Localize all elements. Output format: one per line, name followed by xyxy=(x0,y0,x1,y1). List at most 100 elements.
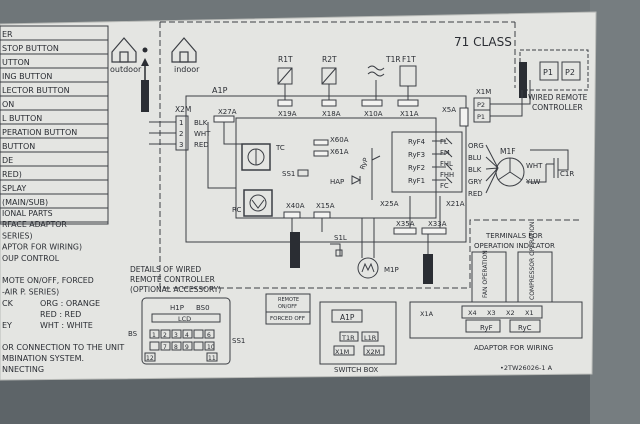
s1l-label: S1L xyxy=(334,234,347,242)
ryp-contact xyxy=(371,148,381,200)
r1t-label: R1T xyxy=(278,55,293,64)
m1p-label: M1P xyxy=(384,266,399,274)
fan-wire-color: GRY xyxy=(468,178,483,186)
legend-list xyxy=(0,25,109,225)
adaptor-for-wiring-label: ADAPTOR FOR WIRING xyxy=(474,344,553,352)
legend-option-row: APTOR FOR WIRING) xyxy=(2,243,82,252)
x19a-label: X19A xyxy=(278,110,297,118)
m1p-pump-icon xyxy=(357,257,379,279)
details-title-1: DETAILS OF WIRED xyxy=(130,265,201,274)
ryp-label: RyP xyxy=(358,157,370,171)
ryc-relay-label: RyC xyxy=(518,324,532,332)
wire-color-blk: BLK xyxy=(194,119,208,127)
x2m-label: X2M xyxy=(175,105,191,114)
legend-row: UTTON xyxy=(2,58,30,67)
legend-option-row: OUP CONTROL xyxy=(2,254,60,263)
fan-wire xyxy=(485,167,499,170)
fan-operation-label: FAN OPERATION xyxy=(482,250,489,298)
legend-option-row: MOTE ON/OFF, FORCED xyxy=(2,276,94,285)
ss1-label: SS1 xyxy=(282,170,295,178)
outdoor-label: outdoor xyxy=(110,65,142,74)
relay-contact xyxy=(432,176,453,184)
switch-box-x1m: X1M xyxy=(335,348,349,356)
fan-wire-color: BLU xyxy=(468,154,481,162)
relay-contact xyxy=(432,163,453,171)
x11a-label: X11A xyxy=(400,110,419,118)
legend-row: LECTOR BUTTON xyxy=(2,86,70,95)
p1-label: P1 xyxy=(543,68,553,77)
f1t-label: F1T xyxy=(402,55,416,64)
x2m-terminal-2: 2 xyxy=(179,130,183,138)
p-terminal-small: P2 P1 xyxy=(473,80,531,123)
remote-corner-button-right xyxy=(206,352,218,362)
switch-box-l1r: L1R xyxy=(364,334,377,342)
legend-row: DE xyxy=(2,156,13,165)
x40a-label: X40A xyxy=(286,202,305,210)
board-name-a1p: A1P xyxy=(212,86,228,95)
fan-speed-label: FL xyxy=(440,138,448,146)
x2m-terminal-1: 1 xyxy=(179,119,183,127)
relay-label: RyF1 xyxy=(408,177,425,185)
legend-list-frame xyxy=(0,25,109,225)
relay-contact xyxy=(432,150,453,158)
c1r-label: C1R xyxy=(560,170,574,178)
pcb-a1p-outline xyxy=(185,95,467,243)
fan-wire-color: BLK xyxy=(468,166,482,174)
p1-small-label: P1 xyxy=(477,113,485,121)
hap-led-icon xyxy=(351,175,362,185)
remote-button-label: 6 xyxy=(207,332,211,339)
details-title-2: REMOTE CONTROLLER xyxy=(130,275,215,284)
legend-row: STOP BUTTON xyxy=(2,44,59,53)
r2t-label: R2T xyxy=(322,55,337,64)
class-label: 71 CLASS xyxy=(454,35,512,49)
x5a-label: X5A xyxy=(442,106,456,114)
remote-corner-button-left xyxy=(144,352,156,362)
p2-terminal xyxy=(561,61,581,81)
remote-button xyxy=(149,329,160,339)
indoor-icon xyxy=(171,37,197,63)
lcd-frame xyxy=(151,313,221,323)
legend-row: ING BUTTON xyxy=(2,72,52,81)
wire-color-wht: WHT xyxy=(194,130,211,138)
legend-option-row: SERIES) xyxy=(2,231,33,240)
tc-label: TC xyxy=(275,144,285,152)
remote-ss1-label: SS1 xyxy=(232,337,245,345)
x35a-label: X35A xyxy=(396,220,415,228)
x18a-label: X18A xyxy=(322,110,341,118)
remote-button-label: 4 xyxy=(185,332,189,339)
remote-button-label: 9 xyxy=(185,344,189,351)
pcb-inner-outline xyxy=(235,117,437,219)
relay-label: RyF4 xyxy=(408,138,426,146)
switch-box-label: SWITCH BOX xyxy=(334,366,378,374)
tc-component xyxy=(241,143,271,171)
bs-label: BS xyxy=(128,330,138,338)
remote-button xyxy=(171,329,182,339)
rc-label: RC xyxy=(232,206,242,214)
remote-corner-label-right: 11 xyxy=(208,355,216,362)
c1r-capacitor-icon xyxy=(526,149,569,183)
color-key-right: ORG : ORANGE xyxy=(40,299,100,308)
legend-row: L BUTTON xyxy=(2,114,42,123)
remote-button xyxy=(160,329,171,339)
wired-remote-block: P1 P2 WIRED REMOTE CONTROLLER xyxy=(519,49,589,112)
bottom-note: MBINATION SYSTEM. xyxy=(2,354,84,363)
x61a-label: X61A xyxy=(330,148,349,156)
remote-button-label: 8 xyxy=(174,344,178,351)
bottom-note: NNECTING xyxy=(2,365,44,374)
hap-label: HAP xyxy=(330,178,344,186)
remote-onoff-line-2: ON/OFF xyxy=(278,304,297,310)
fan-speed-label: FC xyxy=(440,182,449,190)
switch-box-a1p: A1P xyxy=(340,313,355,322)
motor-color-wht: WHT xyxy=(526,162,543,170)
remote-button xyxy=(171,341,182,351)
operation-indicator-block xyxy=(409,251,583,339)
remote-corner-label-left: 12 xyxy=(146,355,154,362)
relay-label: RyF2 xyxy=(408,164,425,172)
x27a-label: X27A xyxy=(218,108,237,116)
metal-right-edge xyxy=(590,0,640,424)
part-number: •2TW26026-1 A xyxy=(500,364,553,372)
legend-row: PERATION BUTTON xyxy=(2,128,77,137)
x60a-label: X60A xyxy=(330,136,349,144)
